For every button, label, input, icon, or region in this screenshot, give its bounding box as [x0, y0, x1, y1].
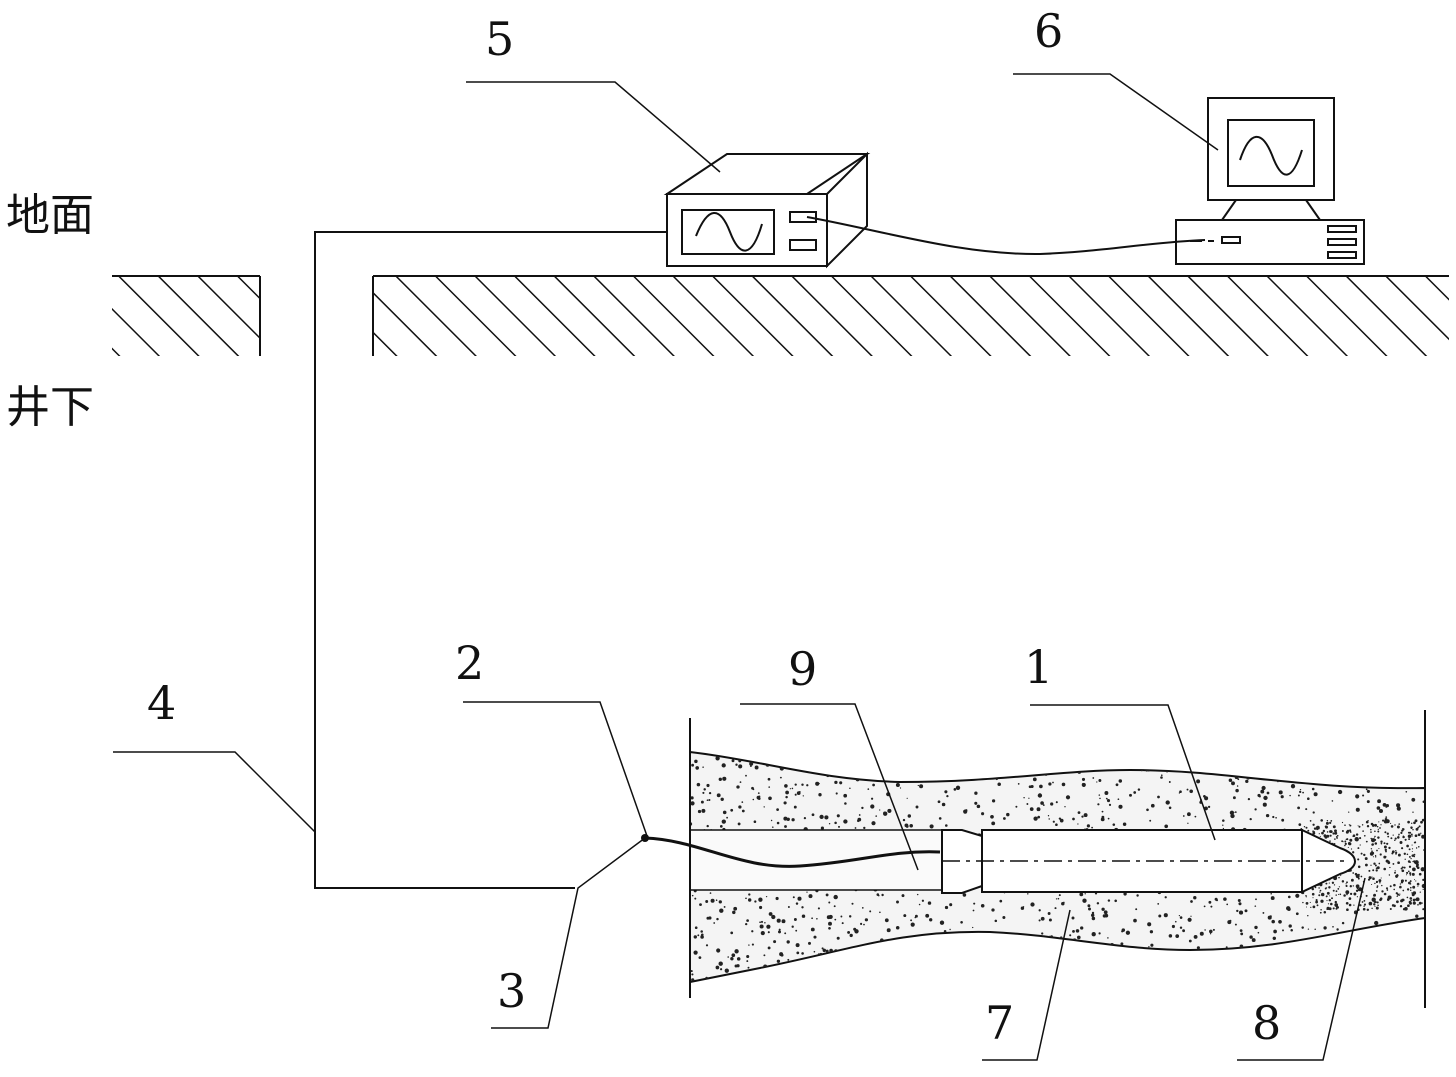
ground-surface [112, 276, 1449, 356]
label-7: 7 [985, 1000, 1014, 1046]
label-9: 9 [788, 646, 817, 692]
label-4: 4 [147, 680, 176, 726]
label-6: 6 [1034, 8, 1063, 54]
label-8: 8 [1252, 1000, 1281, 1046]
label-3: 3 [497, 968, 526, 1014]
surface-label: 地面 [6, 194, 94, 238]
underground-label: 井下 [6, 386, 94, 430]
instrument-box [667, 154, 867, 266]
probe [942, 830, 1355, 893]
label-5: 5 [485, 16, 514, 62]
label-1: 1 [1024, 644, 1053, 690]
label-2: 2 [455, 640, 484, 686]
